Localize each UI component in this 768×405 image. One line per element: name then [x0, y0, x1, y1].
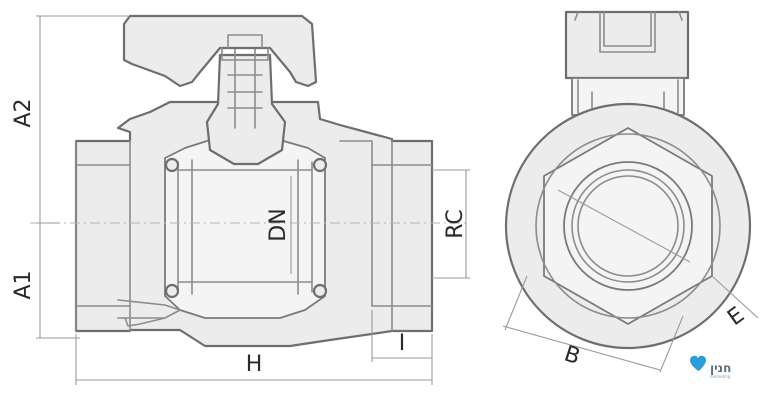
- side-dimensions: [36, 15, 470, 385]
- seat-bolt-top-right: [312, 157, 328, 173]
- front-neck-lines: [577, 79, 679, 114]
- e-dim-line: [711, 275, 759, 319]
- front-bore-outer: [563, 161, 693, 291]
- front-ring-mid: [535, 133, 721, 319]
- handle-hub: [221, 34, 269, 61]
- front-bore-core: [577, 175, 679, 277]
- front-handle: [564, 10, 690, 80]
- ball-seat: [164, 139, 326, 319]
- b-ext-left: [504, 275, 528, 331]
- label-i: I: [399, 331, 406, 356]
- front-view: [504, 10, 752, 350]
- valve-bore: [75, 164, 433, 307]
- b-dim-line: [502, 325, 661, 371]
- front-neck: [571, 77, 685, 116]
- ball-lines: [177, 159, 313, 295]
- label-rc: RC: [443, 209, 468, 239]
- logo-tagline: marketing: [710, 374, 731, 379]
- valve-handle: [122, 14, 318, 88]
- valve-stem: [205, 53, 287, 166]
- side-view: [74, 14, 434, 348]
- heart-icon: [690, 355, 706, 371]
- front-bore-inner: [571, 169, 685, 283]
- front-handle-detail: [574, 11, 683, 53]
- front-dimensions: [502, 275, 759, 373]
- label-dn: DN: [266, 208, 291, 241]
- lower-seal: [117, 299, 181, 327]
- b-ext-right: [659, 315, 684, 373]
- brand-logo: חנין marketing: [690, 355, 731, 379]
- label-a1: A1: [11, 270, 36, 299]
- label-a2: A2: [11, 98, 36, 127]
- label-h: H: [246, 352, 263, 377]
- front-hex-diagonal: [557, 189, 691, 263]
- body-steps: [75, 140, 393, 332]
- seat-bolt-bottom-left: [164, 283, 180, 299]
- stem-grooves: [227, 44, 263, 129]
- seat-bolt-top-left: [164, 157, 180, 173]
- seat-bolt-bottom-right: [312, 283, 328, 299]
- label-b: B: [561, 342, 583, 370]
- logo-text: חנין: [710, 361, 731, 375]
